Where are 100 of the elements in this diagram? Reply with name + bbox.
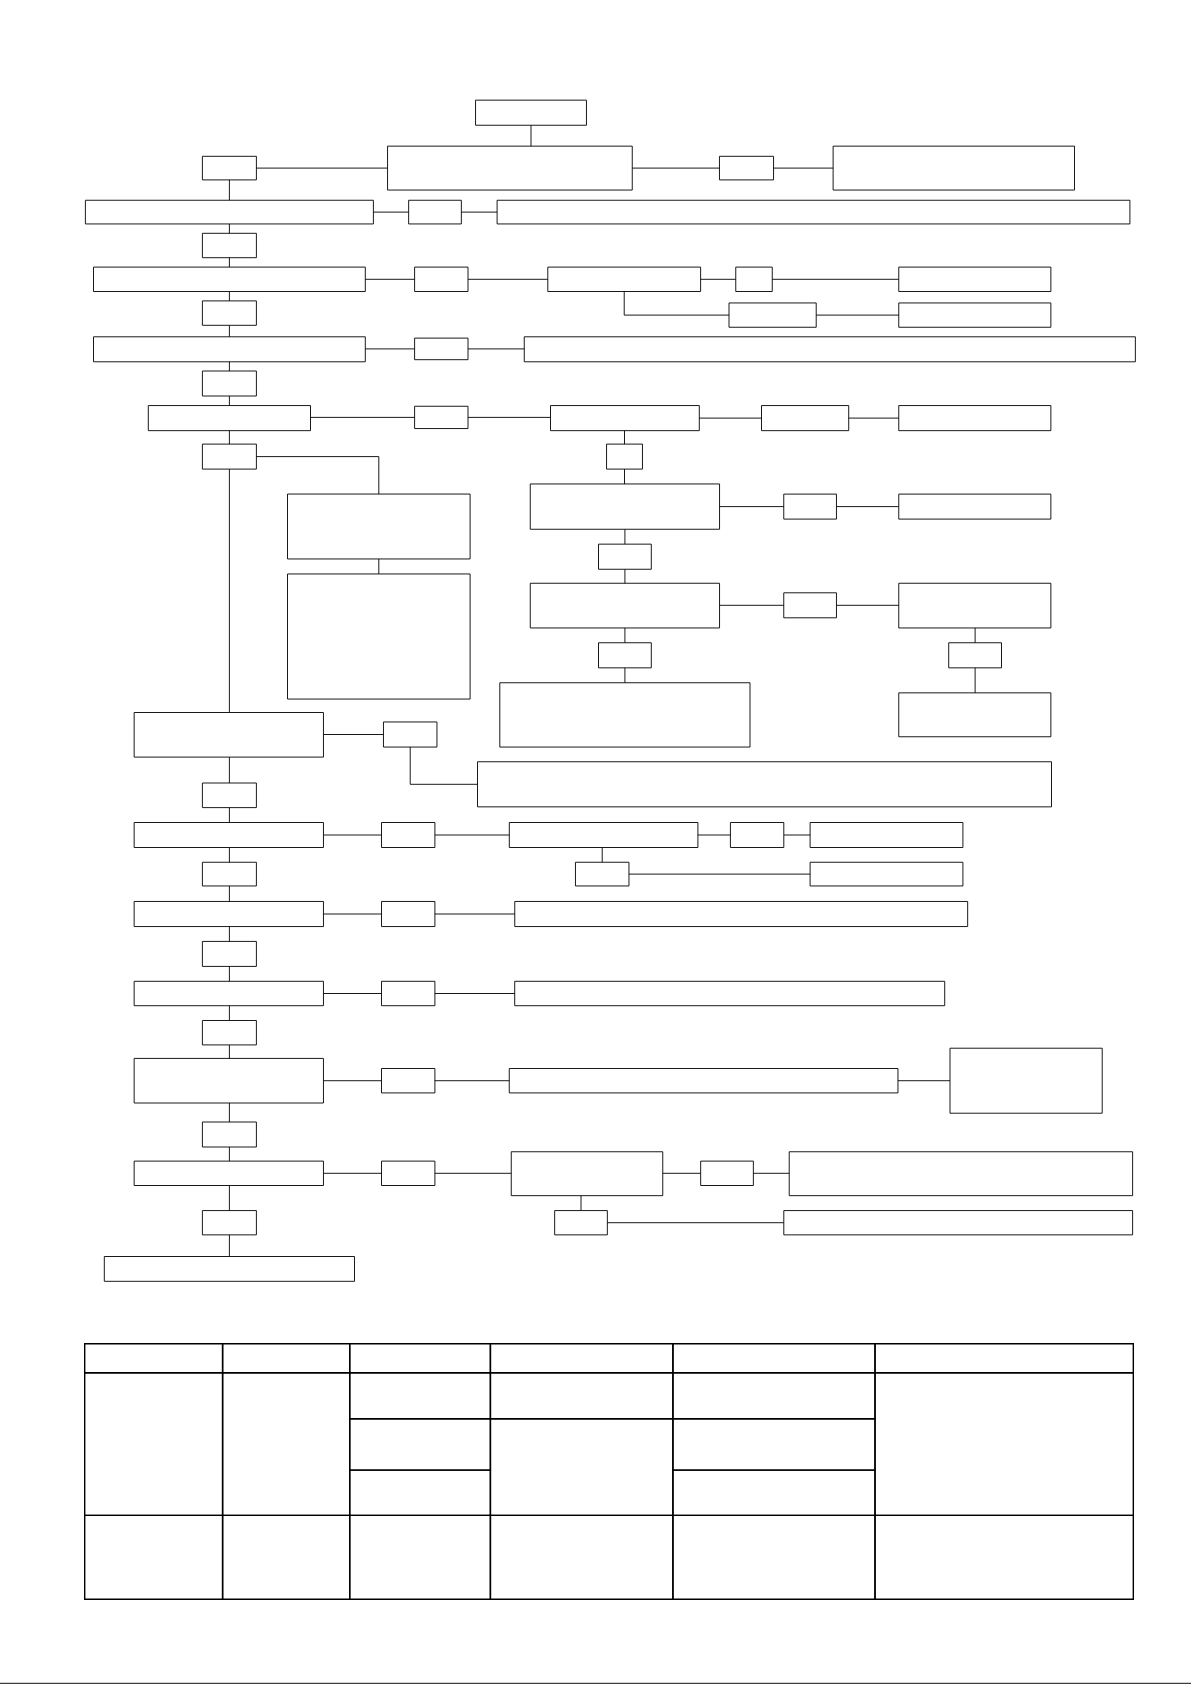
empty-box [735, 266, 773, 292]
connector-line [580, 1195, 582, 1211]
empty-box [201, 782, 257, 809]
connector-line [310, 416, 416, 418]
connector-line [409, 746, 478, 785]
empty-box [475, 99, 587, 126]
empty-box [133, 822, 324, 848]
empty-box [898, 493, 1052, 520]
empty-box [508, 822, 699, 848]
empty-box [201, 300, 257, 326]
empty-box [133, 901, 324, 927]
empty-box [761, 405, 850, 432]
empty-box [783, 1210, 1134, 1236]
empty-box [414, 337, 469, 361]
empty-box [381, 901, 436, 927]
empty-box [147, 405, 311, 432]
connector-line [228, 324, 230, 338]
connector-line [773, 167, 834, 169]
connector-line [631, 167, 720, 169]
empty-box [514, 901, 969, 927]
empty-box [788, 1151, 1134, 1197]
empty-box [554, 1210, 608, 1236]
empty-box [898, 266, 1052, 292]
empty-box [381, 1160, 436, 1186]
empty-box [414, 266, 469, 292]
connector-line [228, 807, 230, 823]
empty-box [201, 155, 257, 181]
empty-box [201, 940, 257, 967]
connector-line [228, 1234, 230, 1257]
empty-box [719, 155, 774, 181]
empty-box [496, 199, 1131, 225]
connector-line [434, 834, 510, 836]
connector-line [434, 1172, 512, 1174]
connector-line [434, 993, 516, 994]
empty-box [133, 980, 324, 1007]
empty-box [898, 692, 1052, 738]
empty-box [84, 199, 374, 225]
empty-box [381, 1068, 436, 1094]
connector-line [228, 1005, 230, 1021]
empty-box [287, 493, 471, 560]
connector-line [228, 847, 230, 863]
connector-line [467, 348, 525, 350]
empty-box [575, 861, 630, 887]
empty-box [381, 980, 436, 1007]
connector-line [228, 926, 230, 942]
connector-line [228, 468, 230, 713]
connector-line [228, 1185, 230, 1211]
empty-box [133, 1160, 324, 1186]
empty-box [783, 493, 837, 520]
empty-box [383, 721, 438, 748]
connector-line [628, 873, 811, 875]
connector-line [255, 167, 388, 169]
connector-line [897, 1080, 951, 1082]
connector-line [228, 885, 230, 902]
connector-line [255, 456, 380, 495]
connector-line [752, 1172, 790, 1174]
empty-box [729, 822, 785, 848]
connector-line [697, 834, 731, 836]
connector-line [228, 291, 230, 302]
empty-box [93, 266, 366, 292]
connector-line [228, 1146, 230, 1162]
connector-line [624, 430, 625, 445]
empty-box [510, 1151, 664, 1197]
empty-box [477, 761, 1052, 808]
connector-line [228, 257, 230, 268]
empty-box [783, 592, 837, 619]
connector-line [783, 834, 811, 836]
empty-box [103, 1256, 355, 1282]
connector-line [606, 1222, 785, 1224]
connector-line [662, 1172, 702, 1174]
empty-box [898, 405, 1052, 432]
connector-line [815, 314, 900, 316]
empty-box [201, 232, 257, 259]
empty-box [523, 336, 1136, 363]
empty-box [700, 1160, 754, 1186]
empty-box [287, 573, 471, 700]
connector-line [434, 913, 516, 915]
empty-box [133, 1057, 324, 1104]
empty-box [606, 443, 643, 470]
empty-box [93, 336, 366, 363]
connector-line [719, 506, 785, 508]
empty-box [547, 266, 702, 292]
empty-box [948, 642, 1002, 669]
empty-box [414, 405, 469, 429]
connector-line [460, 211, 498, 213]
empty-box [499, 682, 751, 748]
connector-line [624, 528, 626, 545]
empty-box [809, 861, 964, 887]
connector-line [364, 278, 416, 280]
connector-line [228, 756, 230, 784]
connector-line [836, 506, 900, 508]
empty-box [133, 712, 324, 758]
empty-box [201, 1121, 257, 1148]
connector-line [467, 416, 551, 418]
connector-line [974, 627, 976, 644]
connector-line [623, 291, 730, 316]
connector-line [848, 417, 900, 419]
empty-box [598, 642, 652, 669]
connector-line [434, 1080, 510, 1082]
connector-line [700, 278, 737, 280]
